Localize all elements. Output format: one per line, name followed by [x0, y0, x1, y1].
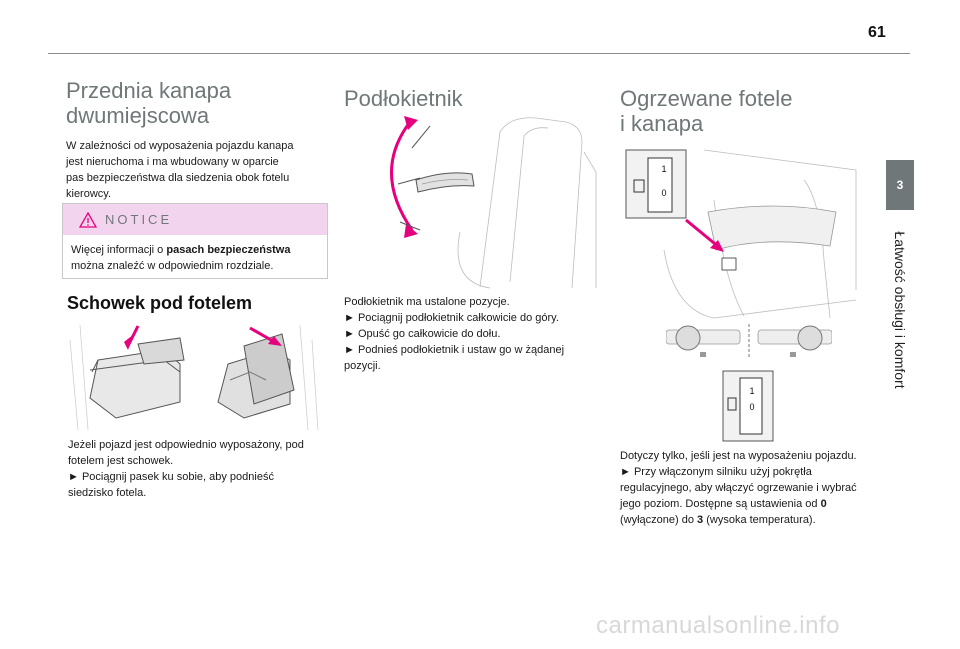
page-number: 61: [868, 24, 886, 41]
heated-seats-text: Dotyczy tylko, jeśli jest na wyposażeniu…: [620, 450, 857, 526]
notice-label: NOTICE: [105, 212, 173, 227]
notice-text: Więcej informacji o pasach bezpieczeństw…: [71, 244, 291, 272]
heated-seats-illustration: 1 0: [624, 140, 864, 322]
under-seat-storage-text: Jeżeli pojazd jest odpowiednio wyposażon…: [68, 439, 304, 499]
steering-wheel-right-icon: [797, 325, 823, 351]
under-seat-storage-illustration: [68, 320, 322, 432]
steering-wheel-left-icon: [675, 325, 701, 351]
watermark: carmanualsonline.info: [596, 612, 840, 639]
svg-text:0: 0: [749, 402, 754, 412]
armrest-illustration: [360, 112, 600, 290]
front-bench-paragraph: W zależności od wyposażenia pojazdu kana…: [66, 140, 294, 200]
notice-box: NOTICE Więcej informacji o pasach bezpie…: [62, 203, 328, 279]
notice-header: NOTICE: [63, 204, 327, 235]
warning-triangle-icon: [79, 211, 97, 228]
heated-seat-knob-illustration: 1 0: [722, 370, 774, 442]
subheading-under-seat-storage: Schowek pod fotelem: [67, 293, 253, 313]
chapter-title: Łatwość obsługi i komfort: [892, 231, 908, 389]
chapter-tab[interactable]: 3: [886, 160, 914, 210]
svg-text:1: 1: [749, 386, 754, 396]
top-rule: [48, 53, 910, 54]
steering-wheel-icons: [666, 324, 832, 358]
column-front-bench: Przednia kanapa dwumiejscowa W zależnośc…: [66, 78, 336, 202]
svg-text:1: 1: [661, 164, 666, 174]
chapter-title-vertical: Łatwość obsługi i komfort: [886, 216, 914, 406]
armrest-text: Podłokietnik ma ustalone pozycje. ► Poci…: [344, 296, 565, 372]
heading-heated-seats: Ogrzewane fotele i kanapa: [620, 86, 793, 136]
seat-heating-icon: [727, 397, 737, 411]
svg-text:0: 0: [661, 188, 666, 198]
heading-front-bench: Przednia kanapa dwumiejscowa: [66, 78, 232, 128]
heading-armrest: Podłokietnik: [344, 86, 463, 111]
